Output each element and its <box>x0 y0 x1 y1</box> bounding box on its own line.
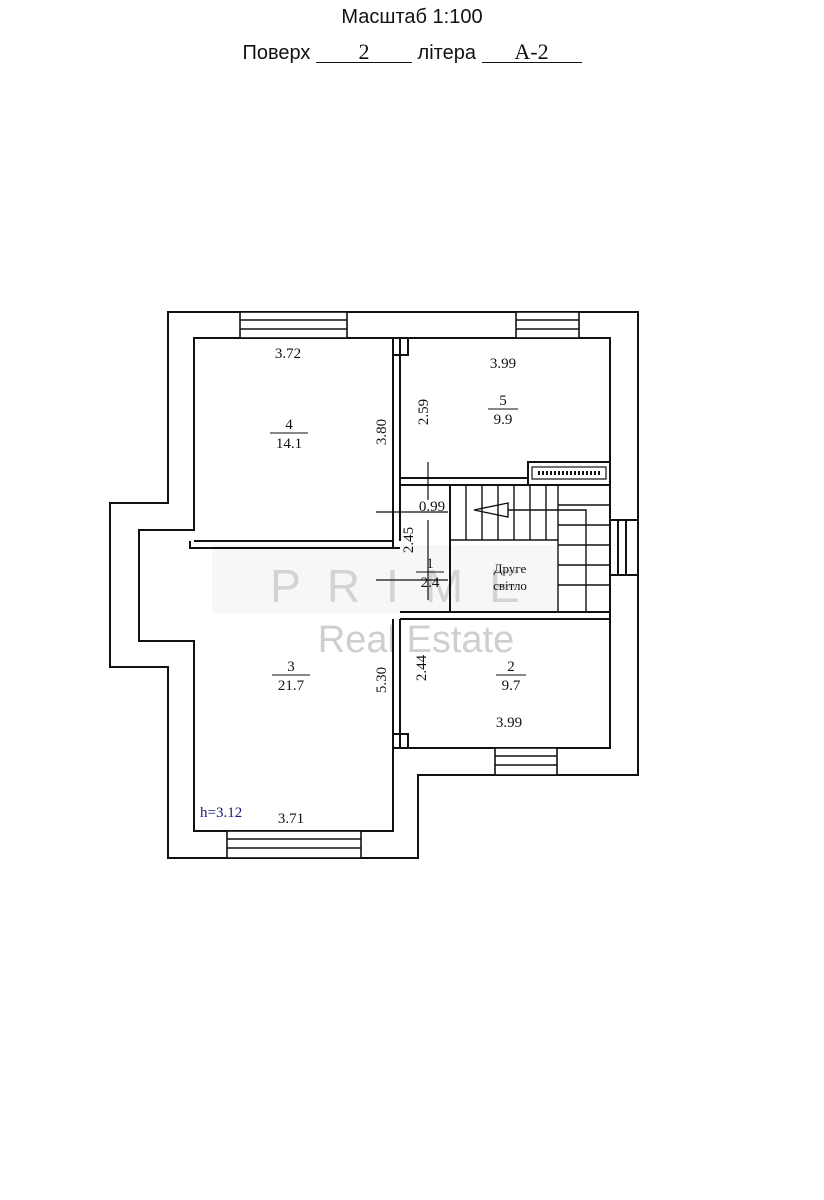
ceiling-height: h=3.12 <box>200 805 242 821</box>
dim-room5-width: 3.99 <box>490 356 516 372</box>
staircase <box>450 485 610 612</box>
window-bottom-right <box>494 747 558 776</box>
room-4-number: 4 <box>285 417 293 433</box>
second-light-line1: Друге <box>494 561 527 576</box>
dim-corridor-height: 2.45 <box>401 527 417 553</box>
second-light-line2: світло <box>493 578 527 593</box>
floor-value: 2 <box>315 41 412 63</box>
letter-label: літера <box>417 42 476 64</box>
watermark-prime: PRIME <box>270 560 546 612</box>
dim-room5-height: 2.59 <box>416 399 432 425</box>
room-3-area: 21.7 <box>278 678 305 694</box>
second-light-note: Друге світло <box>493 561 527 593</box>
dimension-ticks <box>376 462 448 600</box>
room-4: 4 14.1 <box>270 417 308 452</box>
dim-room4-width: 3.72 <box>275 346 301 362</box>
room-5-number: 5 <box>499 393 507 409</box>
dimension-labels: 3.72 3.80 3.99 2.59 0.99 2.45 5.30 2.44 … <box>275 346 522 827</box>
room-1-number: 1 <box>426 556 434 572</box>
room-1-area: 2.4 <box>421 575 440 591</box>
room-3: 3 21.7 <box>272 659 310 694</box>
dim-room2-height: 2.44 <box>414 654 430 681</box>
dim-corridor-width: 0.99 <box>419 499 445 515</box>
windows <box>226 311 580 859</box>
dim-room3-height: 5.30 <box>374 667 390 693</box>
dim-room3-width: 3.71 <box>278 811 304 827</box>
dim-room2-width: 3.99 <box>496 715 522 731</box>
floor-label: Поверх <box>242 42 311 64</box>
watermark: PRIME Real Estate <box>212 545 558 661</box>
window-bottom-left <box>226 830 362 859</box>
room-2: 2 9.7 <box>496 659 526 694</box>
room-3-number: 3 <box>287 659 295 675</box>
window-top-right <box>515 311 580 339</box>
scale-label: Масштаб 1:100 <box>341 6 483 28</box>
room-2-number: 2 <box>507 659 515 675</box>
dim-room4-height: 3.80 <box>374 419 390 445</box>
room-2-area: 9.7 <box>502 678 521 694</box>
room-4-area: 14.1 <box>276 436 302 452</box>
floor-info-line: Поверх 2 літера А-2 <box>0 41 824 65</box>
window-top-left <box>239 311 348 339</box>
room-1: 1 2.4 <box>416 556 444 591</box>
letter-value: А-2 <box>481 41 582 63</box>
room-5: 5 9.9 <box>488 393 518 428</box>
watermark-real-estate: Real Estate <box>318 619 514 661</box>
vent-grille <box>531 466 607 480</box>
room-5-area: 9.9 <box>494 412 513 428</box>
